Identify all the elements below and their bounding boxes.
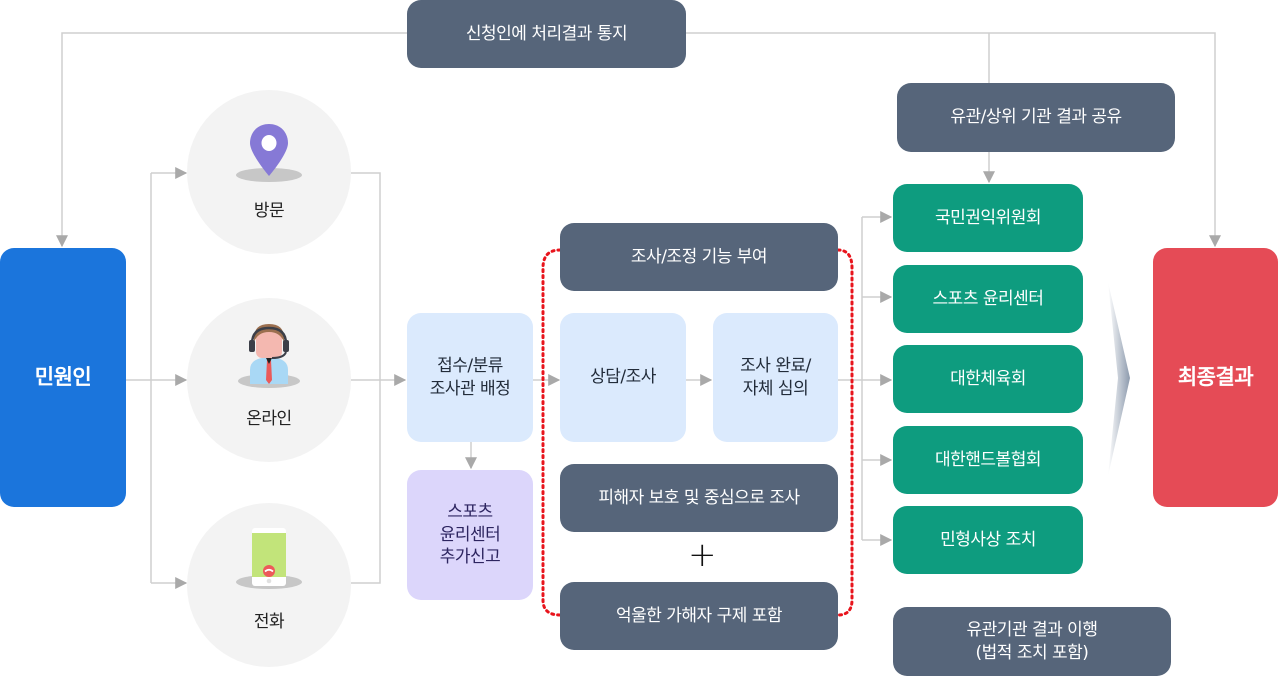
- additional-report-box: 스포츠 윤리센터 추가신고: [407, 470, 533, 600]
- channel-online-label: 온라인: [246, 409, 292, 429]
- notify-line-right: [686, 32, 1221, 248]
- agency-compliance-label: 유관기관 결과 이행 (법적 조치 포함): [966, 619, 1098, 663]
- completion-box: 조사 완료/ 자체 심의: [713, 313, 838, 442]
- investigation-power-label: 조사/조정 기능 부여: [630, 246, 768, 267]
- completion-label: 조사 완료/ 자체 심의: [740, 355, 811, 399]
- intake-label: 접수/분류 조사관 배정: [429, 355, 511, 399]
- agency-compliance-box: 유관기관 결과 이행 (법적 조치 포함): [893, 607, 1171, 676]
- victim-centered-box: 피해자 보호 및 중심으로 조사: [560, 464, 838, 532]
- wrongful-relief-box: 억울한 가해자 구제 포함: [560, 582, 838, 650]
- notify-applicant-box: 신청인에 처리결과 통지: [407, 0, 686, 68]
- agency-box: 대한핸드볼협회: [893, 426, 1083, 494]
- agency-label: 스포츠 윤리센터: [932, 288, 1044, 309]
- consult-label: 상담/조사: [590, 367, 656, 388]
- flow-chevron: [1108, 282, 1130, 476]
- share-results-box: 유관/상위 기관 결과 공유: [897, 83, 1175, 152]
- plus-sign: +: [688, 535, 717, 575]
- channel-phone: 전화: [187, 503, 351, 667]
- complainant-box: 민원인: [0, 248, 126, 507]
- agency-label: 민형사상 조치: [940, 529, 1036, 550]
- dotted-group-border: [541, 248, 854, 617]
- channel-visit-label: 방문: [253, 201, 285, 221]
- final-result-box: 최종결과: [1153, 248, 1278, 507]
- wrongful-relief-label: 억울한 가해자 구제 포함: [615, 605, 783, 626]
- complainant-label: 민원인: [34, 365, 92, 390]
- mobile-phone-icon: [236, 528, 302, 589]
- headset-agent-icon: [238, 324, 300, 388]
- agency-box: 민형사상 조치: [893, 506, 1083, 574]
- share-results-label: 유관/상위 기관 결과 공유: [950, 107, 1122, 128]
- final-result-label: 최종결과: [1177, 365, 1254, 390]
- channel-online: 온라인: [187, 298, 351, 462]
- agency-label: 국민권익위원회: [935, 207, 1041, 228]
- notify-line-left: [56, 32, 407, 248]
- agency-box: 국민권익위원회: [893, 184, 1083, 252]
- investigation-power-box: 조사/조정 기능 부여: [560, 223, 838, 291]
- agency-label: 대한핸드볼협회: [935, 449, 1041, 470]
- channel-visit: 방문: [187, 90, 351, 254]
- intake-box: 접수/분류 조사관 배정: [407, 313, 533, 442]
- channel-phone-label: 전화: [253, 612, 285, 632]
- visit-out: [351, 172, 381, 584]
- consult-box: 상담/조사: [560, 313, 686, 442]
- agency-label: 대한체육회: [950, 368, 1026, 389]
- notify-applicant-label: 신청인에 처리결과 통지: [465, 23, 628, 44]
- agency-box: 대한체육회: [893, 345, 1083, 413]
- additional-report-label: 스포츠 윤리센터 추가신고: [439, 501, 501, 568]
- victim-centered-label: 피해자 보호 및 중심으로 조사: [598, 487, 800, 508]
- location-pin-icon: [236, 124, 302, 182]
- agency-box: 스포츠 윤리센터: [893, 265, 1083, 333]
